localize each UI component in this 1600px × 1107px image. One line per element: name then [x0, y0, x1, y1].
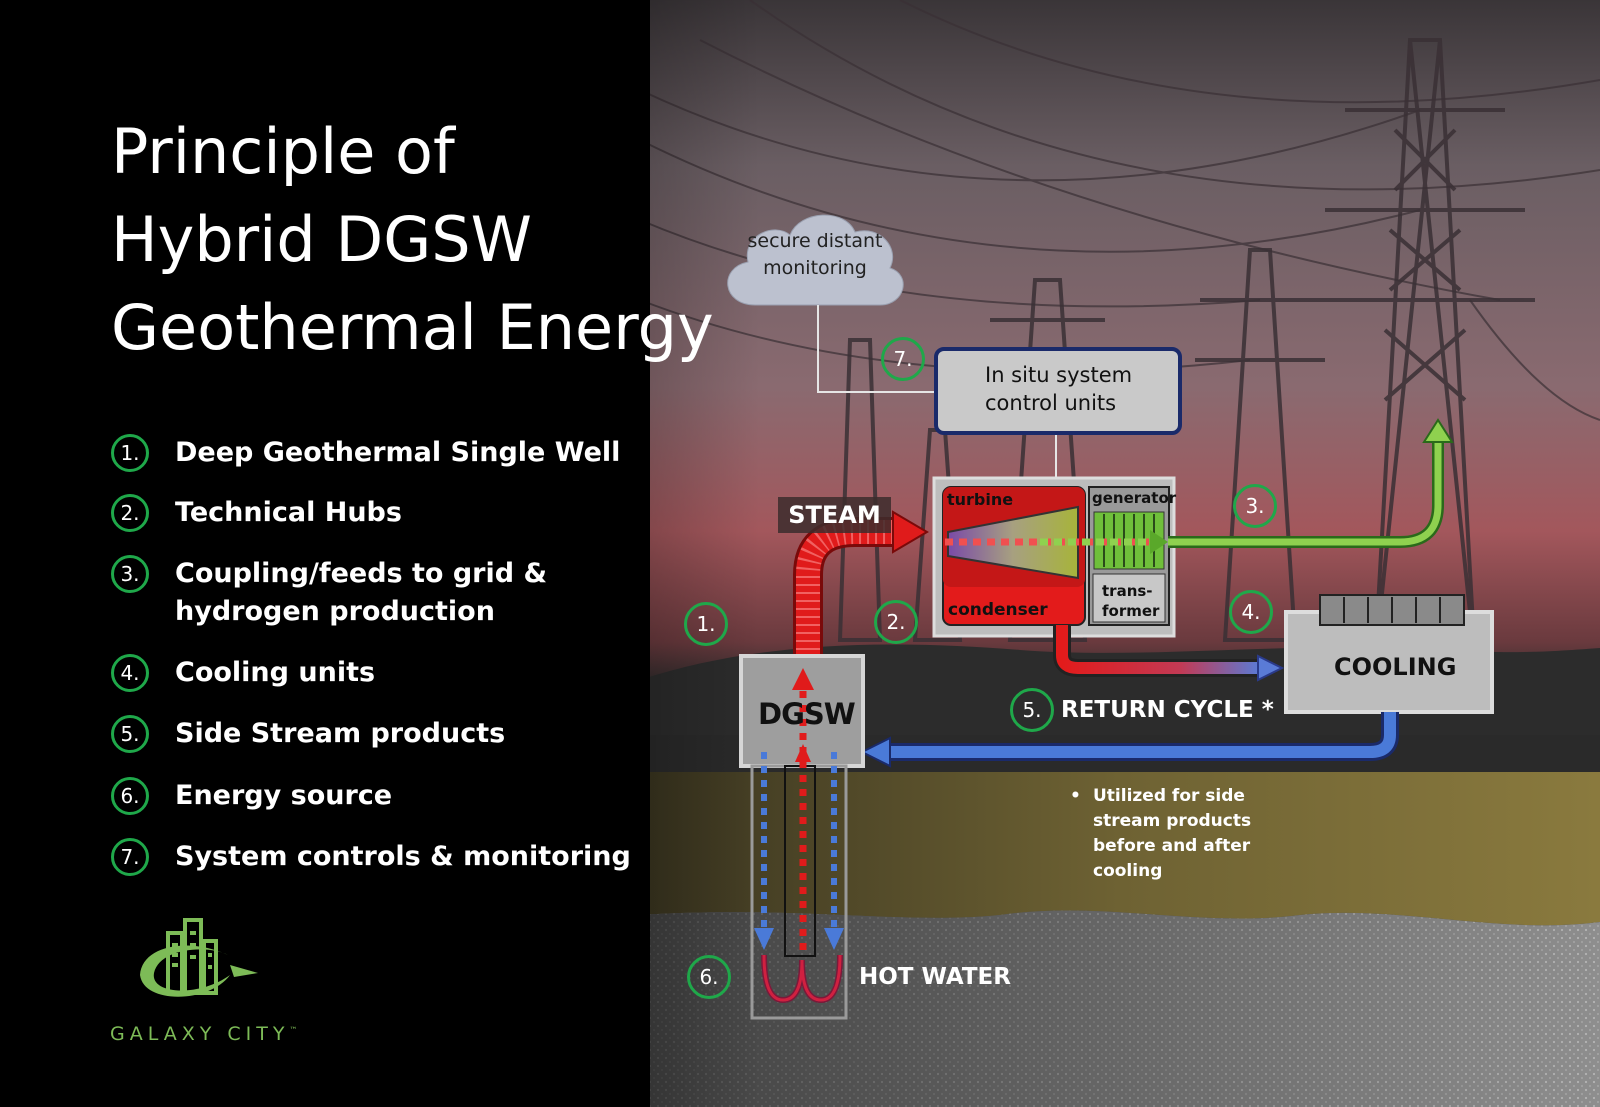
title-line-2: Hybrid DGSW — [111, 203, 532, 276]
legend-label: Cooling units — [175, 657, 376, 688]
marker-1: 1. — [684, 602, 728, 646]
title-line-1: Principle of — [111, 115, 455, 188]
generator-label: generator — [1092, 489, 1177, 507]
legend-item-6: 6. Energy source — [111, 777, 392, 823]
marker-4: 4. — [1229, 590, 1273, 634]
legend-item-3: 3. Coupling/feeds to grid & hydrogen pro… — [111, 555, 645, 627]
return-cycle-label: RETURN CYCLE * — [1061, 697, 1274, 723]
marker-7: 7. — [881, 337, 925, 381]
legend-item-4: 4. Cooling units — [111, 654, 375, 700]
legend-label: Energy source — [175, 780, 393, 811]
marker-2: 2. — [874, 600, 918, 644]
transformer-label: trans-former — [1102, 582, 1160, 620]
cooling-label: COOLING — [1334, 653, 1457, 681]
legend-number: 4. — [111, 654, 149, 692]
legend-label: Coupling/feeds to grid & hydrogen produc… — [175, 558, 548, 627]
legend-label: Side Stream products — [175, 718, 506, 749]
legend-label: Technical Hubs — [175, 497, 402, 528]
legend-label: Deep Geothermal Single Well — [175, 437, 621, 468]
turbine-label: turbine — [947, 490, 1014, 509]
marker-5: 5. — [1010, 688, 1054, 732]
title-line-3: Geothermal Energy — [111, 291, 714, 364]
page-title: Principle of Hybrid DGSW Geothermal Ener… — [111, 108, 714, 372]
legend-label: System controls & monitoring — [175, 841, 631, 872]
legend-item-5: 5. Side Stream products — [111, 715, 505, 761]
logo-trademark: ™ — [289, 1025, 298, 1035]
legend-number: 5. — [111, 715, 149, 753]
condenser-label: condenser — [948, 600, 1048, 620]
legend-item-2: 2. Technical Hubs — [111, 494, 402, 540]
legend-number: 7. — [111, 838, 149, 876]
hot-water-label: HOT WATER — [859, 964, 1011, 990]
legend-number: 6. — [111, 777, 149, 815]
control-units-box: In situ system control units — [934, 347, 1182, 435]
logo-wordmark: GALAXY CITY™ — [110, 1023, 297, 1045]
steam-label: STEAM — [778, 497, 891, 533]
side-stream-note: • Utilized for side stream products befo… — [1070, 784, 1270, 884]
control-units-label: In situ system control units — [985, 363, 1133, 415]
marker-6: 6. — [687, 955, 731, 999]
note-text: Utilized for side stream products before… — [1093, 786, 1252, 881]
legend-number: 2. — [111, 494, 149, 532]
legend-item-1: 1. Deep Geothermal Single Well — [111, 434, 620, 480]
cloud-monitoring-label: secure distant monitoring — [747, 230, 883, 279]
legend-item-7: 7. System controls & monitoring — [111, 838, 631, 884]
legend-number: 3. — [111, 555, 149, 593]
galaxy-city-logo-icon — [140, 918, 258, 997]
logo-name: GALAXY CITY — [110, 1023, 290, 1045]
legend-number: 1. — [111, 434, 149, 472]
marker-3: 3. — [1233, 484, 1277, 528]
dgsw-label: DGSW — [758, 697, 856, 731]
note-bullet: • — [1070, 786, 1081, 806]
